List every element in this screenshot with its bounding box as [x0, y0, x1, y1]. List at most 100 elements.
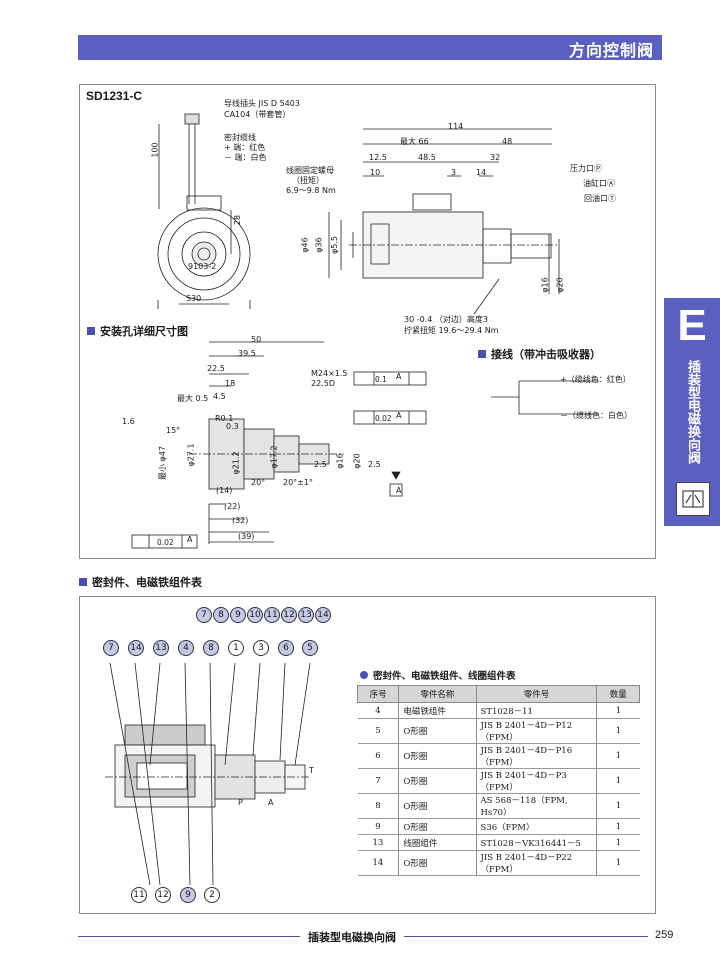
nut-label: 线圈固定螺母: [286, 166, 334, 175]
table-cell: 1: [596, 834, 640, 851]
table-cell: JIS B 2401－4D－P3（FPM）: [475, 768, 597, 794]
dim-14: 14: [476, 168, 487, 177]
table-cell: 6: [357, 743, 399, 769]
dim-phi20-mount: φ20: [352, 453, 362, 469]
dim-10: 10: [370, 168, 381, 177]
callout-9: 9: [180, 887, 196, 903]
table-cell: O形圈: [398, 768, 476, 794]
table-cell: 8: [357, 793, 399, 819]
dim-phi5-5: φ5.5: [330, 236, 339, 254]
parts-table-title: 密封件、电磁铁组件、线圈组件表: [360, 668, 516, 682]
dim-39-paren: (39): [238, 532, 255, 541]
column-header: 零件名称: [398, 685, 477, 703]
callout-bubble: 13: [298, 607, 314, 623]
mount-section-title-text: 安装孔详细尺寸图: [100, 325, 188, 338]
dim-48: 48: [502, 137, 513, 146]
callout-bubble: 11: [264, 607, 280, 623]
callout-1: 1: [228, 640, 244, 656]
parts-table-title-text: 密封件、电磁铁组件、线圈组件表: [373, 671, 516, 682]
table-header-row: 序号 零件名称 零件号 数量: [356, 685, 640, 703]
dim-s30: S30: [186, 294, 202, 303]
plug-label: 导线插头 JIS D 5403: [224, 99, 300, 108]
callout-bubble: 9: [230, 607, 246, 623]
datum-a-2: A: [396, 411, 402, 420]
cross-section-drawing: [105, 662, 311, 886]
angle-20: 20°: [251, 478, 266, 487]
dim-phi46: φ46: [300, 237, 310, 253]
angle-20-tol: 20°±1°: [283, 478, 313, 487]
side-tab-text: 插装型电磁换向阀: [685, 360, 700, 464]
port-a-mark: A: [268, 798, 274, 807]
r01-label: R0.1: [215, 414, 234, 423]
dim-phi36: φ36: [314, 237, 324, 253]
table-cell: 1: [596, 818, 640, 835]
seal-section-title: 密封件、电磁铁组件表: [79, 574, 202, 590]
port-a-label: 油缸口Ⓐ: [583, 179, 615, 188]
dim-114: 114: [448, 122, 464, 131]
max-05-label: 最大 0.5: [177, 394, 209, 403]
cable-plus-label: + 端：红色: [224, 143, 266, 152]
dim-22-5: 22.5: [207, 364, 225, 373]
dim-1-6: 1.6: [122, 417, 135, 426]
callout-bubble: 7: [196, 607, 212, 623]
callout-bubble: 14: [315, 607, 331, 623]
dim-14-paren: (14): [216, 486, 233, 495]
dim-phi21: φ21.2: [231, 451, 241, 475]
tol-value-3: 0.02: [157, 538, 174, 547]
table-cell: 5: [357, 718, 399, 744]
nut-torque-label: 6.9～9.8 Nm: [286, 186, 336, 195]
dim-3: 3: [451, 168, 457, 177]
table-cell: O形圈: [398, 743, 476, 769]
dim-phi16: φ16: [540, 277, 550, 293]
table-row: 5 O形圈 JIS B 2401－4D－P12（FPM） 1: [357, 718, 640, 744]
dimension-panel: [79, 84, 656, 559]
callout-2: 2: [204, 887, 220, 903]
table-cell: 14: [357, 850, 399, 876]
callout-7: 7: [103, 640, 119, 656]
dim-phi16-mount: φ16: [335, 453, 345, 469]
table-cell: 1: [596, 702, 640, 719]
plug-sub-label: CA104（带套管）: [224, 110, 291, 119]
datum-a-3: A: [187, 535, 193, 544]
dim-12-5: 12.5: [369, 153, 387, 162]
thread-m24: M24×1.5: [311, 369, 348, 378]
mount-section-title: 安装孔详细尺寸图: [87, 323, 188, 339]
table-cell: AS 568－118（FPM, Hs70）: [475, 793, 597, 819]
table-cell: ST1028－VK316441－5: [475, 834, 597, 851]
angle-15: 15°: [166, 426, 181, 435]
page-title: 方向控制阀: [568, 41, 654, 60]
model-number: SD1231-C: [86, 89, 143, 103]
dim-32: 32: [490, 153, 501, 162]
callout-8: 8: [203, 640, 219, 656]
code-label: 9103-2: [188, 262, 217, 271]
side-tab: E 插装型电磁换向阀: [664, 298, 720, 526]
dim-50: 50: [251, 335, 262, 344]
bullet-square: [478, 350, 486, 358]
table-cell: O形圈: [398, 818, 476, 835]
tol-value-1: 0.1: [375, 375, 387, 384]
nut-sub-label: （扭矩）: [292, 176, 324, 185]
callout-12: 12: [155, 887, 171, 903]
column-header: 零件号: [475, 685, 598, 703]
cable-minus-label: － 端：白色: [224, 153, 267, 162]
dim-28: 28: [233, 214, 243, 226]
table-cell: 1: [596, 718, 640, 744]
port-t-label: 回油口Ⓣ: [584, 194, 616, 203]
table-row: 6 O形圈 JIS B 2401－4D－P16（FPM） 1: [357, 743, 640, 769]
callout-11: 11: [131, 887, 147, 903]
dim-2-5a: 2.5: [314, 460, 327, 469]
table-row: 9 O形圈 S36（FPM） 1: [357, 818, 640, 835]
dim-48-5: 48.5: [418, 153, 436, 162]
dim-100: 100: [150, 142, 160, 158]
wiring-plus-label: +（缆线色：红色）: [560, 375, 631, 384]
bullet-dot: [360, 671, 368, 679]
table-cell: 1: [596, 743, 640, 769]
dim-66: 最大 66: [400, 137, 429, 146]
table-cell: 4: [357, 702, 399, 719]
dim-32-paren: (32): [232, 516, 249, 525]
callout-14: 14: [128, 640, 144, 656]
min-47-label: 最小 φ47: [158, 446, 167, 480]
side-tab-letter: E: [677, 301, 707, 350]
table-cell: 1: [596, 768, 640, 794]
parts-table: 序号 零件名称 零件号 数量 4 电磁铁组件 ST1028－11 1 5 O形圈…: [356, 685, 640, 876]
